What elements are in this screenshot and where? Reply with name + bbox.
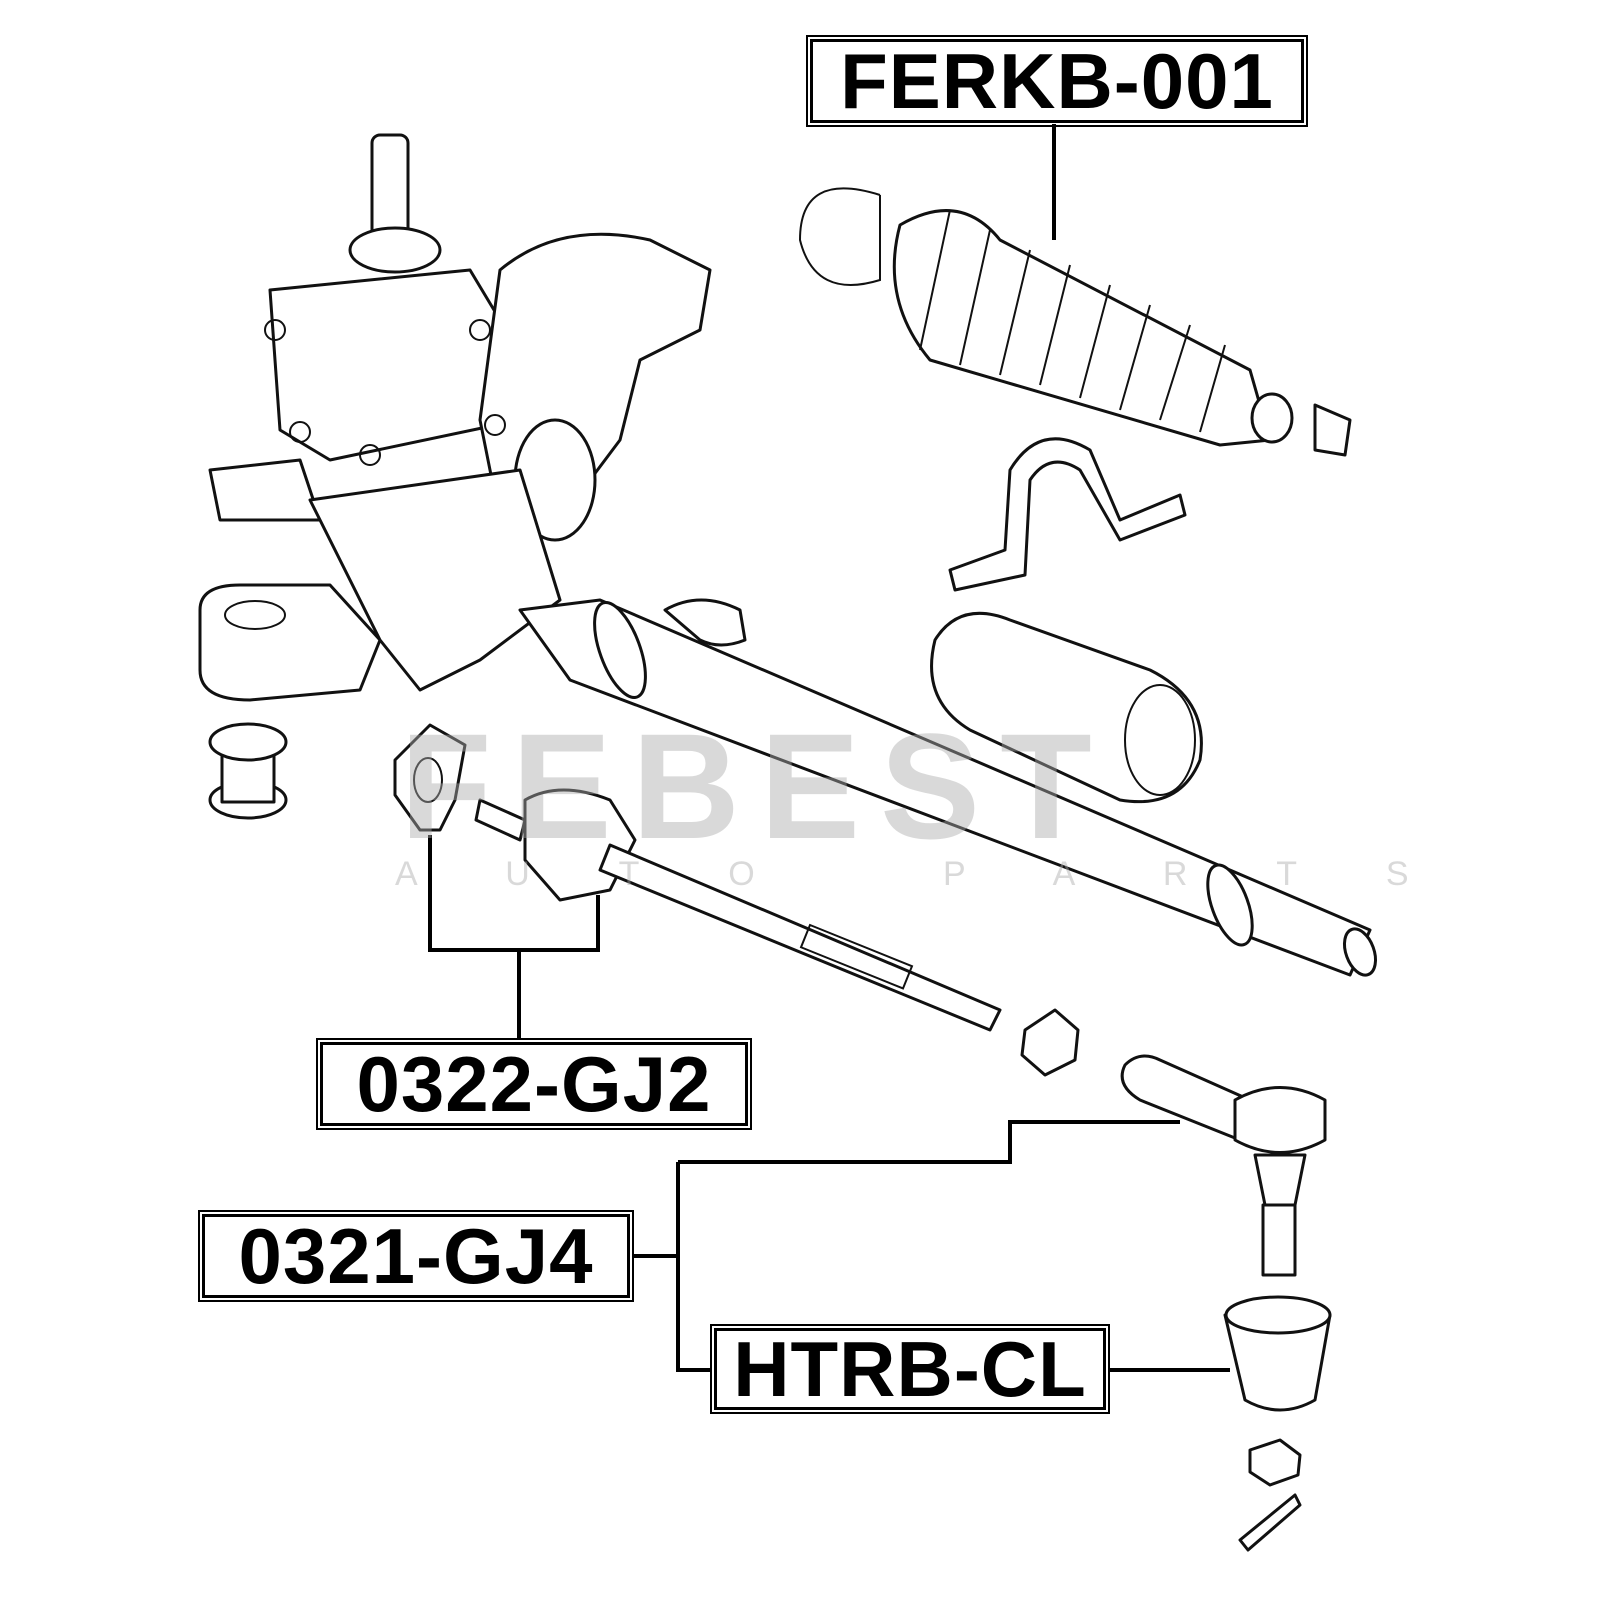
rack-mount-bushing	[930, 611, 1203, 804]
leader-lines	[428, 124, 1230, 1372]
steering-gear-housing	[198, 133, 712, 702]
part-label-ferkb-001: FERKB-001	[806, 35, 1308, 127]
ball-joint-boot	[1223, 1295, 1332, 1412]
tie-rod-end	[1120, 1054, 1327, 1277]
inner-tie-rod	[474, 788, 1002, 1032]
jam-nut	[1020, 1008, 1080, 1077]
rack-tube	[518, 598, 1378, 977]
part-label-0322-gj2: 0322-GJ2	[316, 1038, 752, 1130]
part-label-htrb-cl: HTRB-CL	[710, 1324, 1110, 1414]
mount-bushing	[208, 722, 288, 820]
cotter-pin	[1238, 1493, 1302, 1552]
lock-washer	[393, 723, 467, 832]
clamp-bracket	[948, 437, 1187, 592]
rack-boot	[798, 187, 1352, 457]
part-label-0321-gj4: 0321-GJ4	[198, 1210, 634, 1302]
castle-nut	[1248, 1438, 1302, 1487]
